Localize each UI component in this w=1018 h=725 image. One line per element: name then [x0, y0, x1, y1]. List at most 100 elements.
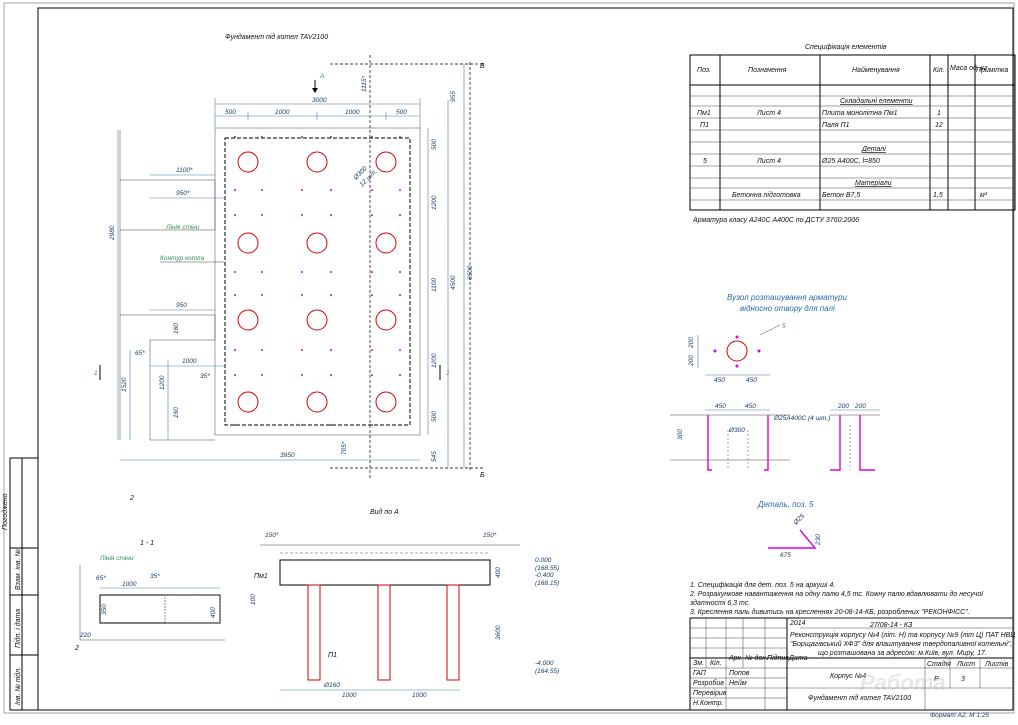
- plan-title: Фундамент під котел TAV2100: [225, 33, 328, 41]
- dim-right-1200a: 1200: [431, 195, 438, 210]
- stamp-col-sign: Підпис: [767, 654, 789, 662]
- spec-table: Поз. Позначення Найменування Кіл. Маса о…: [689, 54, 1016, 211]
- title-block: 2014 27/08-14 - КЗ Реконструкція корпусу…: [689, 617, 1015, 711]
- view-a-lvl-04-abs: (168.15): [535, 580, 559, 587]
- stamp-name-gap: Попов: [729, 670, 750, 677]
- view-a: Вид по А 150* 150* 0.000 (168.55) -0.400…: [250, 508, 559, 699]
- dim-top-total: 3000: [312, 97, 327, 104]
- note-2: 2. Розрахункове навантаження на одну пал…: [689, 590, 984, 598]
- detail-dim-230: 230: [815, 534, 822, 546]
- stamp-role-check: Перевірив: [693, 689, 727, 697]
- section-dim-65: 65*: [96, 575, 106, 582]
- stamp-name-dev: Нейм: [729, 679, 747, 687]
- spec-row4-note: м³: [980, 192, 988, 199]
- slab-contour: [214, 127, 421, 436]
- node-dim-450b: 450: [746, 377, 757, 384]
- spec-header-name: Найменування: [852, 66, 900, 74]
- view-a-dim-1000b: 1000: [412, 692, 427, 699]
- node-dim-450c: 450: [715, 403, 726, 410]
- node-dim-200d: 200: [854, 403, 866, 410]
- view-a-label-p1: П1: [328, 652, 337, 659]
- view-a-dim-d160: Ø160: [323, 682, 340, 689]
- dim-1520: 1520: [121, 377, 128, 392]
- node-title-2: відносно отвору для палі: [740, 304, 835, 313]
- stamp-code: 27/08-14 - КЗ: [869, 622, 913, 629]
- pile: [375, 309, 397, 331]
- section-dim-35: 35*: [150, 573, 160, 580]
- view-a-pile: [307, 584, 321, 681]
- spec-row4-qty: 1,5: [933, 192, 943, 199]
- dim-right-1200b: 1200: [431, 353, 438, 368]
- spec-section-parts: Складальні елементи: [840, 97, 913, 105]
- view-a-title: Вид по А: [370, 508, 399, 516]
- spec-row2-name: Паля П1: [822, 122, 850, 129]
- dim-705: 705*: [341, 441, 348, 455]
- node-pos-label: 5: [782, 323, 786, 330]
- view-a-dim-1000a: 1000: [342, 692, 357, 699]
- spec-header-pos: Поз.: [697, 67, 711, 74]
- pile: [375, 151, 397, 173]
- detail-pos5: Деталь, поз. 5 675 230 Ø25: [757, 500, 822, 559]
- dim-545: 545: [431, 451, 438, 462]
- stamp-role-gap: ГАП: [693, 670, 707, 677]
- section-dim-220: 220: [79, 632, 91, 639]
- spec-row1-pos: Пм1: [697, 110, 711, 117]
- view-a-dim-150b: 150*: [483, 532, 497, 539]
- dim-160a: 160: [173, 323, 180, 334]
- stamp-col-ark: Арк.: [728, 655, 743, 662]
- dim-left-950: 950: [176, 302, 187, 309]
- side-strip: Погоджено Взам. інв. № Підп. і дата Інв.…: [1, 457, 39, 711]
- section-title: 1 - 1: [140, 540, 154, 547]
- pile: [375, 232, 397, 254]
- slab-outline: [224, 137, 411, 426]
- dim-65: 65*: [135, 350, 145, 357]
- pile: [306, 309, 328, 331]
- node-dim-450a: 450: [714, 377, 725, 384]
- pile: [237, 151, 259, 173]
- stamp-sheet-title: Фундамент під котел TAV2100: [808, 694, 911, 702]
- drawing-frame: [37, 7, 1014, 711]
- axis-b-bottom: Б: [480, 472, 485, 479]
- view-a-lvl-40-abs: (164.55): [535, 668, 559, 675]
- view-a-lvl-0-abs: (168.55): [535, 565, 559, 572]
- section-dim-1000: 1000: [122, 581, 137, 588]
- spec-header-qty: Кіл.: [933, 66, 945, 74]
- spec-header-mass: Маса од.,кг: [950, 64, 988, 72]
- section-dim-350: 350: [101, 604, 108, 615]
- view-a-lvl-40: -4.000: [535, 660, 554, 667]
- node-dim-200c: 200: [837, 403, 849, 410]
- dim-6500: 6500: [467, 265, 474, 280]
- stamp-role-dev: Розробив: [693, 679, 724, 687]
- stamp-sheets-h: Листів: [984, 660, 1009, 668]
- stamp-desc-3: що розташована за адресою: м.Київ, вул. …: [818, 649, 987, 657]
- dim-right-500a: 500: [431, 139, 438, 150]
- dim-3950: 3950: [280, 452, 295, 459]
- dim-left-1100: 1100*: [176, 167, 193, 174]
- stamp-desc-2: "Борщагівський ХФЗ" для влаштування твер…: [790, 640, 1012, 648]
- section-dim-400: 400: [210, 607, 217, 618]
- rebar-node: Вузол розташування арматури відносно отв…: [670, 293, 880, 471]
- dim-left-1000: 1000: [182, 358, 197, 365]
- view-a-dim-100: 100: [250, 594, 257, 605]
- node-dim-450d: 450: [745, 403, 756, 410]
- spec-row2-pos: П1: [700, 122, 709, 129]
- notes: 1. Специфікація для дет. поз. 5 на аркуш…: [689, 581, 984, 616]
- spec-row3-name: Ø25 А400С, l=850: [821, 158, 880, 165]
- stamp-building: Корпус №4: [830, 673, 866, 680]
- axis-1-left: 1: [94, 370, 98, 377]
- stamp-col-date: Дата: [788, 655, 808, 662]
- side-label-agreed: Погоджено: [1, 493, 9, 530]
- dim-1200: 1200: [159, 375, 166, 390]
- stamp-col-zm: Зм.: [693, 660, 704, 667]
- view-a-pile: [446, 584, 460, 681]
- spec-section-details: Деталі: [861, 145, 886, 153]
- stamp-sheet: 3: [961, 676, 965, 683]
- side-label-inv: Інв. № підл.: [14, 667, 22, 705]
- node-dim-200a: 200: [688, 337, 695, 349]
- view-a-lvl-04: -0.400: [535, 572, 554, 579]
- detail-dim-675: 675: [780, 552, 791, 559]
- node-embed-label: Ø25А400С (4 шт.): [773, 415, 830, 422]
- dim-top-500b: 500: [396, 109, 407, 116]
